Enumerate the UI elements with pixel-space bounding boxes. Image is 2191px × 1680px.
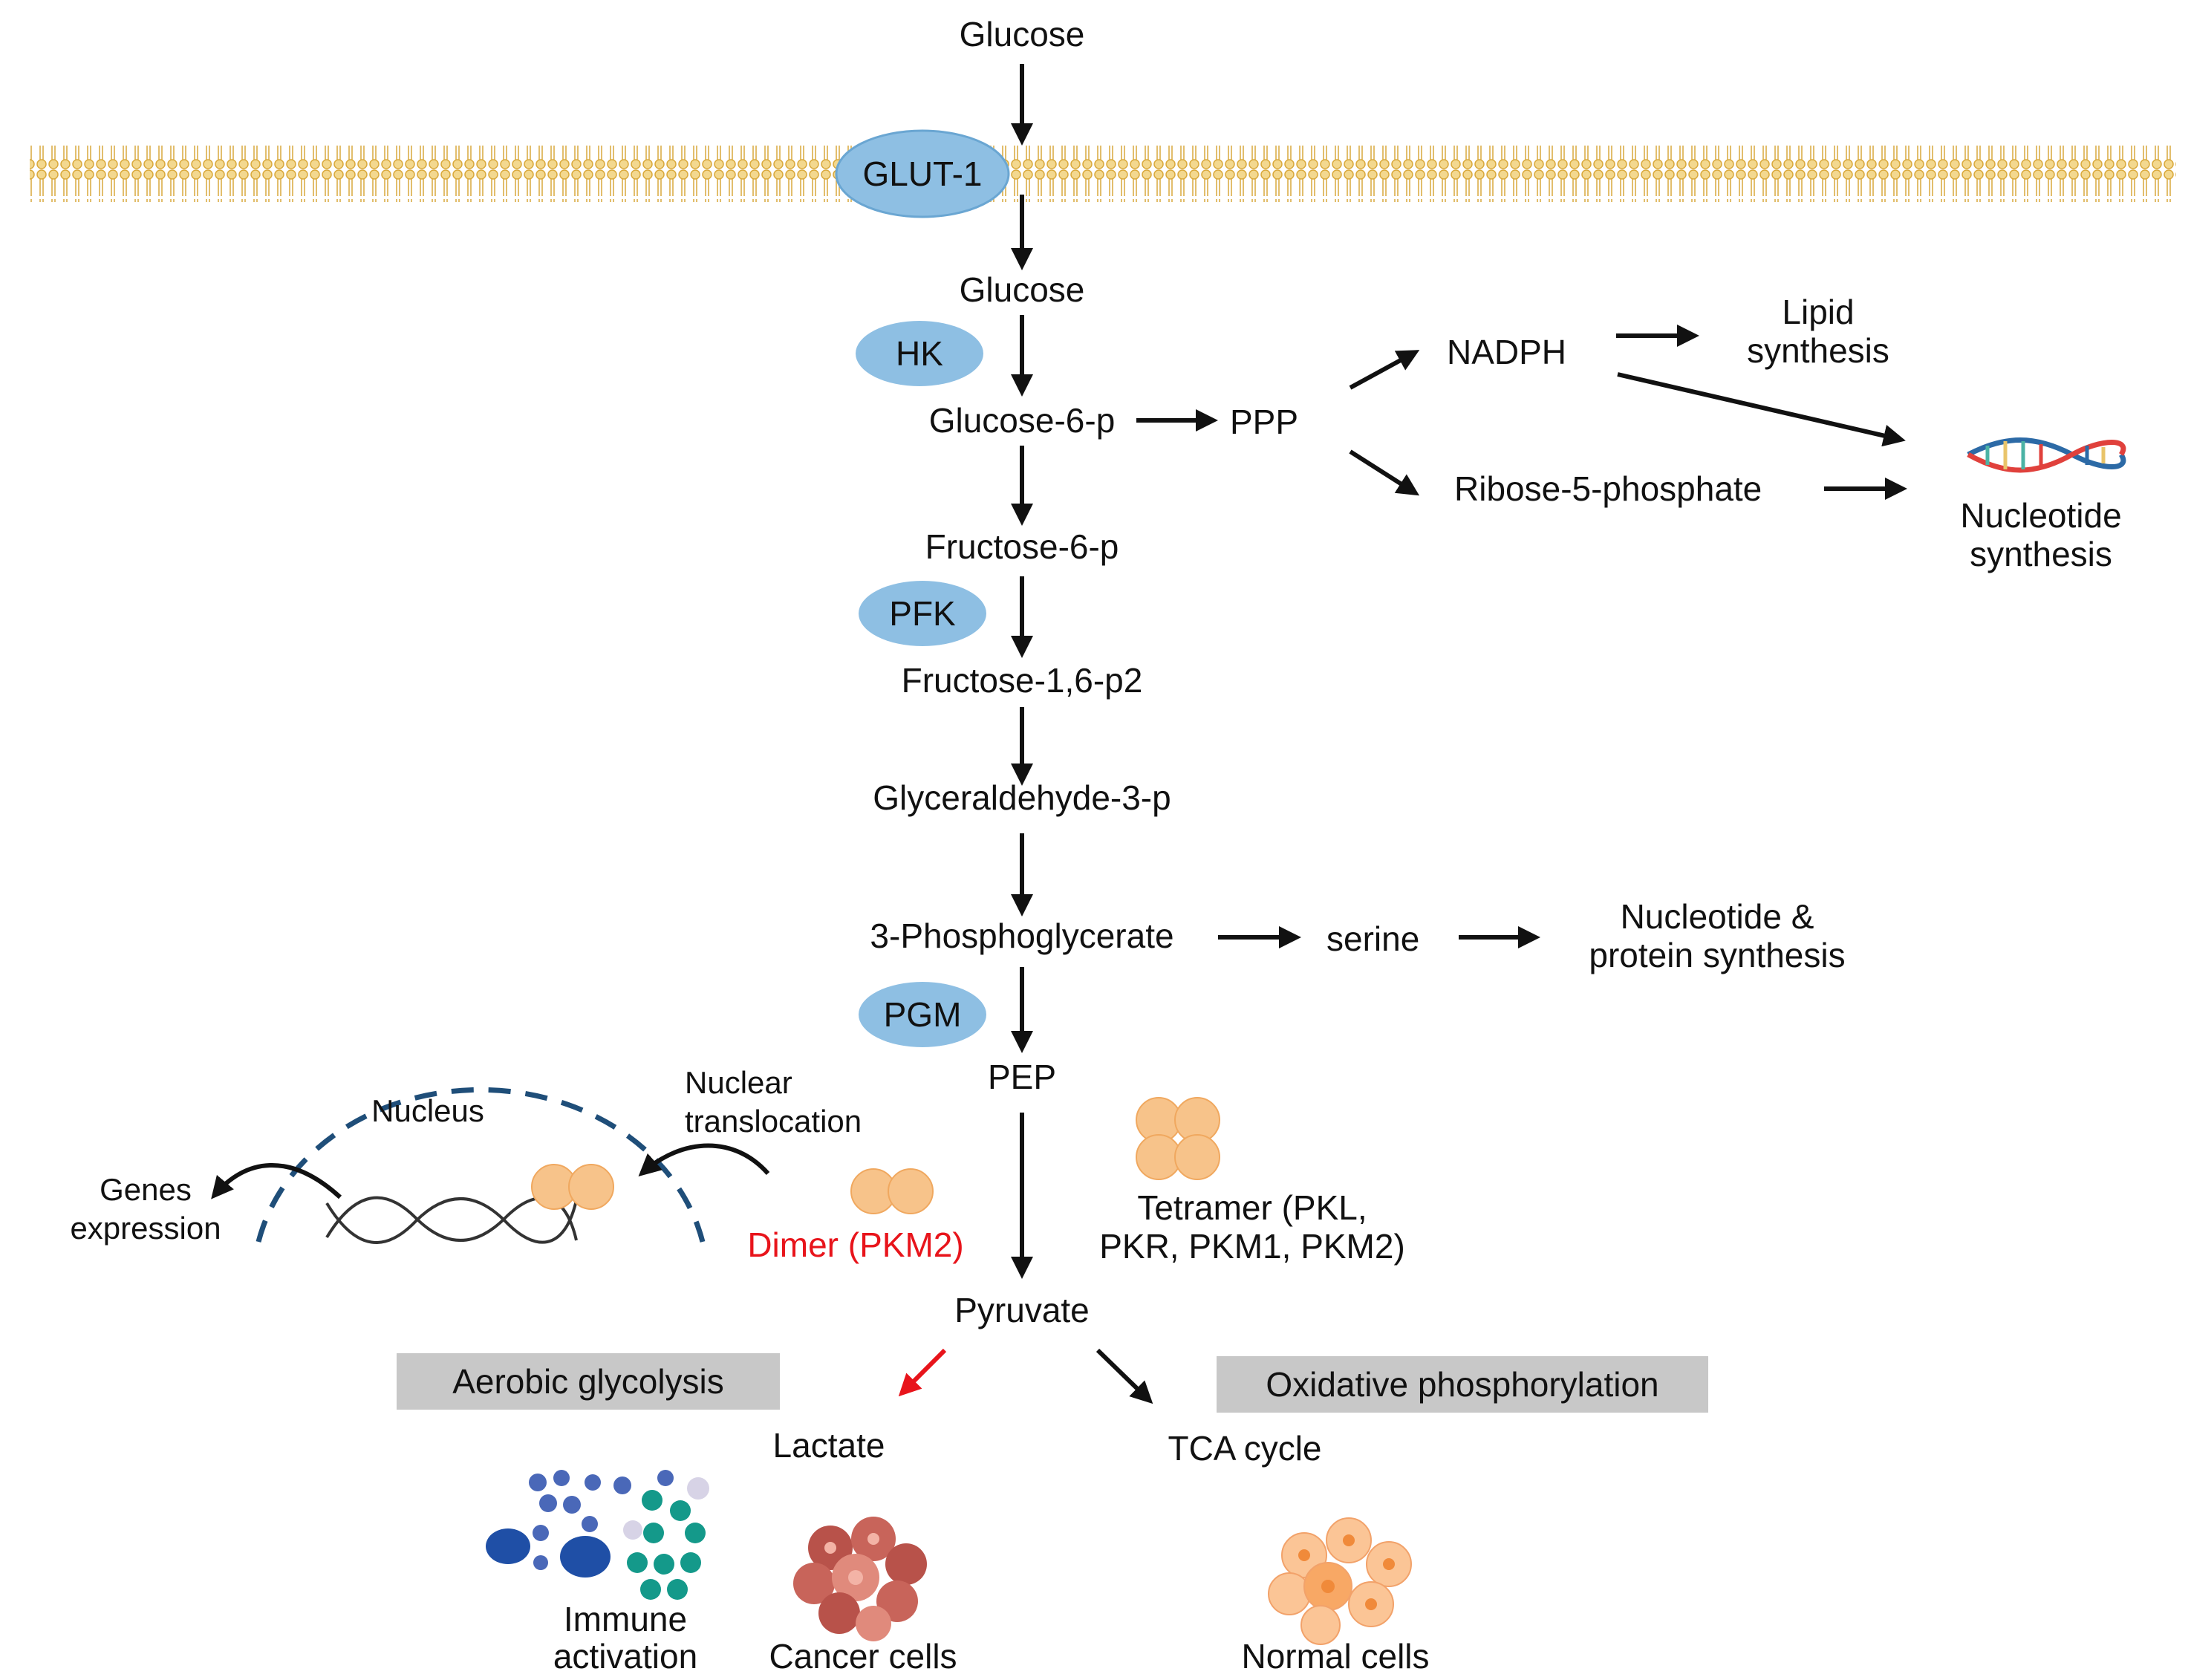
tetramer-label-line2: PKR, PKM1, PKM2): [1099, 1227, 1405, 1266]
dimer-pkm2-label: Dimer (PKM2): [747, 1225, 963, 1264]
pep-label: PEP: [988, 1058, 1056, 1096]
oxidative-phosphorylation-label: Oxidative phosphorylation: [1266, 1365, 1658, 1404]
glut1-transporter: GLUT-1: [835, 129, 1010, 218]
lipid-synthesis-label-line1: Lipid: [1782, 293, 1854, 331]
immune-activation-label-line2: activation: [553, 1637, 697, 1676]
glucose-intracellular-label: Glucose: [960, 270, 1085, 309]
pgm-ellipse: [859, 982, 986, 1047]
pkm2-dimer-icon: [850, 1168, 934, 1214]
immune-cells-icon: [486, 1470, 709, 1600]
arrow-nuclear-translocation: [638, 1143, 770, 1176]
normal-cells-label: Normal cells: [1241, 1637, 1429, 1676]
glut1-label: GLUT-1: [862, 154, 982, 193]
pfk-label: PFK: [889, 594, 956, 633]
arrow-dna-to-genes-expression: [211, 1162, 342, 1199]
aerobic-glycolysis-box: Aerobic glycolysis: [397, 1353, 780, 1410]
glucose-6-p-label: Glucose-6-p: [929, 401, 1116, 440]
pgm-enzyme: PGM: [859, 982, 986, 1047]
nucleotide-protein-synthesis-line1: Nucleotide &: [1621, 897, 1814, 936]
cell-membrane: [30, 146, 2176, 202]
arrow-ppp-to-r5p: [1349, 449, 1420, 496]
cancer-cells-label: Cancer cells: [769, 1637, 957, 1676]
tetramer-label-line1: Tetramer (PKL,: [1137, 1188, 1367, 1227]
lipid-synthesis-label-line2: synthesis: [1747, 331, 1889, 370]
nadph-label: NADPH: [1447, 333, 1566, 371]
glyceraldehyde-3-p-label: Glyceraldehyde-3-p: [873, 778, 1171, 817]
pyruvate-label: Pyruvate: [954, 1291, 1090, 1329]
lactate-label: Lactate: [773, 1426, 885, 1465]
pfk-ellipse: [859, 581, 986, 646]
genes-expression-label-line1: Genes: [100, 1172, 192, 1207]
normal-cells-icon: [1268, 1517, 1412, 1645]
immune-activation-label-line1: Immune: [564, 1600, 687, 1638]
oxidative-phosphorylation-box: Oxidative phosphorylation: [1217, 1356, 1708, 1413]
serine-label: serine: [1326, 919, 1419, 958]
3-phosphoglycerate-label: 3-Phosphoglycerate: [870, 916, 1173, 955]
hk-enzyme: HK: [856, 321, 983, 386]
pkm2-dimer-nuclear-icon: [531, 1164, 614, 1210]
arrow-nadph-to-nucleotide: [1617, 372, 1906, 447]
arrow-pyruvate-to-tca: [1096, 1348, 1153, 1404]
cancer-cells-icon: [793, 1517, 927, 1641]
ppp-label: PPP: [1230, 403, 1298, 441]
dna-strand-icon: [325, 1196, 578, 1244]
glucose-extracellular-label: Glucose: [960, 15, 1085, 53]
genes-expression-label-line2: expression: [70, 1211, 221, 1246]
nucleus-label: Nucleus: [371, 1093, 484, 1128]
nuclear-translocation-label-line2: translocation: [685, 1104, 862, 1139]
arrow-ppp-to-nadph: [1349, 350, 1420, 390]
glut1-ellipse: [835, 129, 1010, 218]
nucleotide-synthesis-label-line2: synthesis: [1970, 535, 2112, 573]
fructose-1-6-p2-label: Fructose-1,6-p2: [902, 661, 1143, 700]
fructose-6-p-label: Fructose-6-p: [925, 527, 1119, 566]
tca-cycle-label: TCA cycle: [1168, 1429, 1321, 1468]
arrow-pyruvate-to-lactate: [898, 1348, 947, 1397]
pk-tetramer-icon: [1136, 1097, 1220, 1180]
nuclear-translocation-label-line1: Nuclear: [685, 1065, 792, 1100]
ribose-5-phosphate-label: Ribose-5-phosphate: [1454, 469, 1762, 508]
nucleotide-protein-synthesis-line2: protein synthesis: [1589, 936, 1845, 974]
pfk-enzyme: PFK: [859, 581, 986, 646]
nucleotide-synthesis-label-line1: Nucleotide: [1960, 496, 2121, 535]
hk-ellipse: [856, 321, 983, 386]
dna-icon: [1967, 437, 2126, 473]
pgm-label: PGM: [884, 995, 962, 1034]
hk-label: HK: [896, 334, 943, 373]
aerobic-glycolysis-label: Aerobic glycolysis: [452, 1362, 724, 1401]
